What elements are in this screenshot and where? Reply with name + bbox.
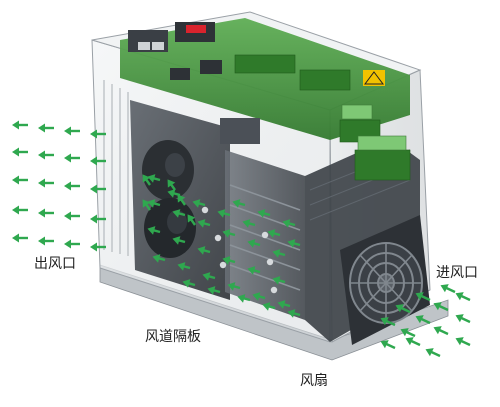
- airflow-arrow-icon: [187, 214, 196, 226]
- airflow-arrow-icon: [90, 184, 106, 194]
- airflow-arrow-icon: [282, 219, 296, 228]
- terminal-block: [354, 149, 411, 181]
- airflow-arrow-icon: [12, 233, 28, 243]
- airflow-arrow-icon: [152, 254, 166, 263]
- airflow-arrow-icon: [232, 199, 246, 208]
- warning-triangle-icon: [363, 70, 385, 86]
- airflow-arrow-icon: [182, 279, 196, 288]
- airflow-arrow-icon: [425, 348, 441, 358]
- airflow-arrow-icon: [38, 123, 54, 133]
- airflow-arrow-icon: [227, 282, 241, 291]
- airflow-arrow-icon: [455, 314, 471, 324]
- airflow-arrow-icon: [455, 337, 471, 347]
- airflow-arrow-icon: [12, 120, 28, 130]
- airflow-arrow-icon: [252, 292, 266, 301]
- airflow-arrow-icon: [217, 209, 231, 218]
- air-duct-baffle-label: 风道隔板: [145, 329, 201, 345]
- airflow-arrow-icon: [287, 239, 301, 248]
- airflow-arrow-icon: [237, 294, 251, 303]
- airflow-arrow-icon: [262, 302, 276, 311]
- airflow-arrow-icon: [90, 129, 106, 139]
- airflow-arrow-icon: [38, 236, 54, 246]
- airflow-arrow-icon: [38, 150, 54, 160]
- airflow-arrow-icon: [455, 292, 471, 302]
- airflow-arrow-icon: [38, 208, 54, 218]
- terminal-block: [234, 54, 296, 74]
- fan-label: 风扇: [300, 373, 328, 389]
- airflow-arrow-icon: [222, 256, 236, 265]
- airflow-arrow-icon: [202, 272, 216, 281]
- control-pcb: [120, 18, 411, 181]
- airflow-arrow-icon: [197, 219, 211, 228]
- airflow-arrow-icon: [177, 194, 186, 206]
- airflow-arrow-icon: [405, 337, 421, 347]
- airflow-arrow-icon: [172, 236, 186, 245]
- airflow-arrow-icon: [207, 286, 221, 295]
- air-inlet-label: 进风口: [436, 265, 478, 281]
- airflow-arrow-icon: [257, 209, 271, 218]
- airflow-arrow-icon: [64, 126, 80, 136]
- airflow-arrow-icon: [197, 246, 211, 255]
- airflow-arrow-icon: [267, 229, 281, 238]
- fan-grille-icon: [349, 242, 423, 324]
- airflow-arrow-icon: [90, 214, 106, 224]
- airflow-arrow-icon: [147, 226, 161, 235]
- terminal-block: [299, 69, 351, 91]
- airflow-arrow-icon: [142, 199, 151, 211]
- airflow-arrow-icon: [64, 239, 80, 249]
- airflow-arrow-icon: [272, 276, 286, 285]
- airflow-arrow-icon: [247, 239, 261, 248]
- airflow-arrow-icon: [167, 189, 181, 198]
- front-vent-slots: [103, 80, 129, 256]
- airflow-arrow-icon: [172, 209, 186, 218]
- airflow-arrow-icon: [395, 304, 411, 314]
- airflow-arrow-icon: [64, 181, 80, 191]
- airflow-arrows: [12, 120, 471, 358]
- airflow-arrow-icon: [287, 309, 301, 318]
- airflow-arrow-icon: [242, 219, 256, 228]
- airflow-arrow-icon: [177, 262, 191, 271]
- airflow-arrow-icon: [38, 178, 54, 188]
- airflow-arrow-icon: [90, 156, 106, 166]
- airflow-arrow-icon: [222, 229, 236, 238]
- airflow-arrow-icon: [12, 175, 28, 185]
- airflow-arrow-icon: [90, 242, 106, 252]
- airflow-arrow-icon: [400, 328, 416, 338]
- airflow-arrow-icon: [433, 302, 449, 312]
- keypad: [128, 22, 215, 52]
- airflow-arrow-icon: [12, 147, 28, 157]
- airflow-arrow-icon: [147, 199, 161, 208]
- airflow-arrow-icon: [64, 211, 80, 221]
- airflow-arrow-icon: [380, 317, 396, 327]
- airflow-arrow-icon: [415, 315, 431, 325]
- airflow-arrow-icon: [415, 292, 431, 302]
- airflow-arrow-icon: [64, 153, 80, 163]
- airflow-arrow-icon: [380, 340, 396, 350]
- airflow-arrow-icon: [272, 249, 286, 258]
- airflow-arrow-icon: [192, 199, 206, 208]
- airflow-arrow-icon: [147, 174, 161, 183]
- airflow-arrow-icon: [433, 326, 449, 336]
- airflow-arrow-icon: [142, 174, 151, 186]
- airflow-arrow-icon: [12, 205, 28, 215]
- airflow-arrow-icon: [167, 179, 176, 191]
- module-label: [220, 118, 260, 144]
- airflow-arrow-icon: [247, 266, 261, 275]
- airflow-arrow-icon: [277, 300, 291, 309]
- airflow-arrow-icon: [440, 284, 456, 294]
- air-outlet-label: 出风口: [34, 256, 76, 272]
